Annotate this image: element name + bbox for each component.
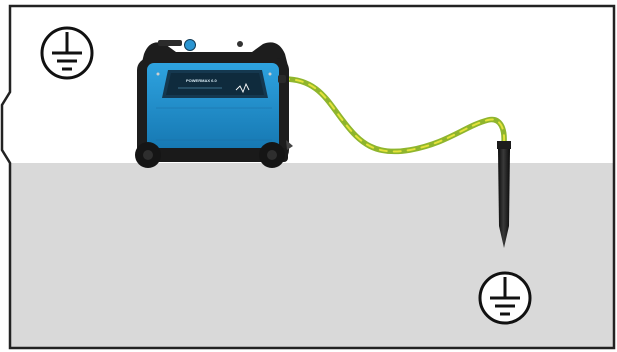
model-label: POWERMAX 6.0 — [186, 78, 217, 83]
protective-earth-ground-icon — [480, 273, 530, 323]
ground-surface — [10, 163, 614, 348]
protective-earth-ground-icon — [42, 28, 92, 78]
inverter-generator: POWERMAX 6.0 — [135, 40, 293, 169]
